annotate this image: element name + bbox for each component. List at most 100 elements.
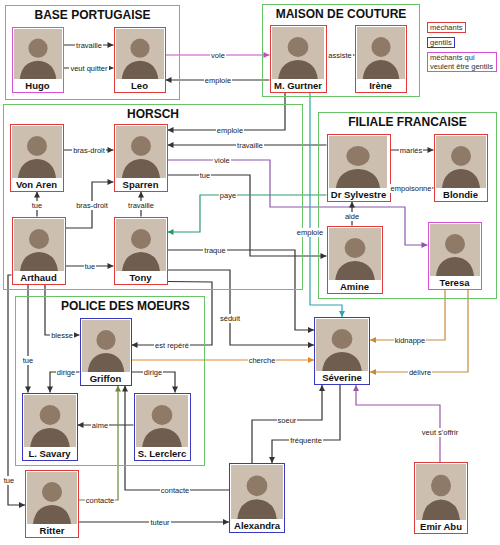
- character-box: Teresa: [428, 222, 482, 290]
- connector-line: [132, 282, 213, 346]
- character-name: M. Gurtner: [273, 80, 323, 92]
- relation-label: est repéré: [154, 341, 190, 350]
- portrait-photo: [116, 126, 166, 178]
- character-box: Hugo: [12, 27, 64, 93]
- arrow-head: [115, 386, 121, 392]
- relation-connector: [25, 285, 31, 393]
- character-box: Sparren: [114, 124, 168, 192]
- relation-connector: [168, 250, 315, 333]
- portrait-photo: [14, 219, 64, 271]
- relation-label: séduit: [219, 314, 241, 323]
- portrait-photo: [136, 395, 188, 447]
- arrow-head: [122, 386, 128, 392]
- relation-label: travaille: [236, 141, 264, 150]
- portrait-photo: [14, 29, 62, 79]
- relation-connector: [252, 385, 325, 463]
- arrow-head: [319, 385, 325, 391]
- character-name: Sparren: [122, 179, 160, 191]
- relation-connector: [79, 386, 121, 501]
- relation-label: aime: [91, 421, 109, 430]
- connector-line: [272, 385, 340, 463]
- relation-label: soeur: [277, 416, 298, 425]
- portrait-photo: [116, 29, 164, 79]
- relation-label: veut s'offrir: [421, 428, 459, 437]
- relation-label: contacte: [160, 486, 190, 495]
- relation-connector: [122, 386, 229, 491]
- portrait-photo: [316, 319, 368, 371]
- arrow-head: [166, 77, 172, 83]
- group-box: POLICE DES MOEURS Griffon L. Savary S. Lerc…: [15, 296, 205, 466]
- character-name: Teresa: [439, 277, 471, 289]
- relation-label: blesse: [50, 331, 74, 340]
- character-box: Amine: [327, 226, 383, 294]
- relation-label: tue: [31, 201, 43, 210]
- character-box: L. Savary: [22, 393, 78, 461]
- relation-label: fréquente: [289, 436, 323, 445]
- legend-swatch: méchants: [427, 22, 466, 33]
- connector-line: [168, 93, 286, 131]
- connector-line: [370, 290, 445, 341]
- relation-label: emploie: [216, 126, 244, 135]
- relation-label: kidnappe: [394, 336, 426, 345]
- relation-label: traque: [203, 246, 226, 255]
- arrow-head: [349, 202, 355, 208]
- arrow-head: [168, 127, 174, 133]
- connector-line: [8, 275, 25, 505]
- character-name: Emir Abu: [419, 521, 463, 533]
- arrow-head: [138, 192, 144, 198]
- group-title: FILIALE FRANCAISE: [319, 113, 496, 129]
- connector-line: [252, 385, 322, 463]
- arrow-head: [370, 369, 376, 375]
- connector-line: [125, 386, 229, 491]
- character-name: Blondie: [442, 189, 479, 201]
- relation-label: emploie: [204, 76, 232, 85]
- relation-label: aide: [344, 212, 360, 221]
- relation-label: veut quitter: [69, 64, 108, 73]
- relation-label: empoisonne: [390, 184, 433, 193]
- relation-connector: [168, 160, 428, 248]
- relation-label: bras-droit: [75, 201, 109, 210]
- relation-label: assiste: [327, 51, 352, 60]
- portrait-photo: [82, 320, 130, 372]
- character-box: Alexandra: [229, 463, 285, 533]
- relation-connector: [132, 357, 315, 363]
- character-name: Leo: [130, 80, 149, 92]
- group-title: HORSCH: [4, 105, 302, 121]
- portrait-photo: [329, 228, 381, 280]
- character-box: Leo: [114, 27, 166, 93]
- relation-label: dirige: [56, 368, 76, 377]
- relation-label: tue: [3, 476, 15, 485]
- group-box: HORSCHVon ArenSparrenArthaudTony: [3, 104, 303, 290]
- group-box: BASE PORTUGAISEHugoLeo: [5, 5, 180, 100]
- relation-label: tue: [22, 356, 34, 365]
- character-name: Séverine: [321, 372, 363, 384]
- portrait-photo: [272, 27, 324, 79]
- portrait-photo: [116, 219, 166, 271]
- relation-connector: [353, 385, 440, 462]
- relation-connector: [269, 385, 340, 463]
- group-box: FILIALE FRANCAISEDr SylvestreBlondieAmin…: [318, 112, 497, 299]
- connector-line: [79, 386, 118, 501]
- connector-line: [132, 359, 315, 360]
- character-box: Arthaud: [12, 217, 66, 285]
- portrait-photo: [430, 224, 480, 276]
- arrow-head: [168, 142, 174, 148]
- character-box: Griffon: [80, 318, 132, 386]
- character-name: Griffon: [89, 373, 123, 385]
- portrait-photo: [27, 472, 77, 524]
- arrow-head: [370, 337, 376, 343]
- character-box: Blondie: [434, 134, 488, 202]
- connector-line: [168, 250, 315, 330]
- character-name: Amine: [339, 281, 370, 293]
- arrow-head: [132, 342, 138, 348]
- relation-label: délivre: [408, 368, 432, 377]
- relation-label: paye: [219, 191, 237, 200]
- portrait-photo: [329, 136, 387, 188]
- character-box: S. Lerclerc: [134, 393, 191, 461]
- group-title: POLICE DES MOEURS: [16, 297, 204, 313]
- character-box: Séverine: [314, 317, 370, 385]
- relation-label: bras-droit: [72, 146, 106, 155]
